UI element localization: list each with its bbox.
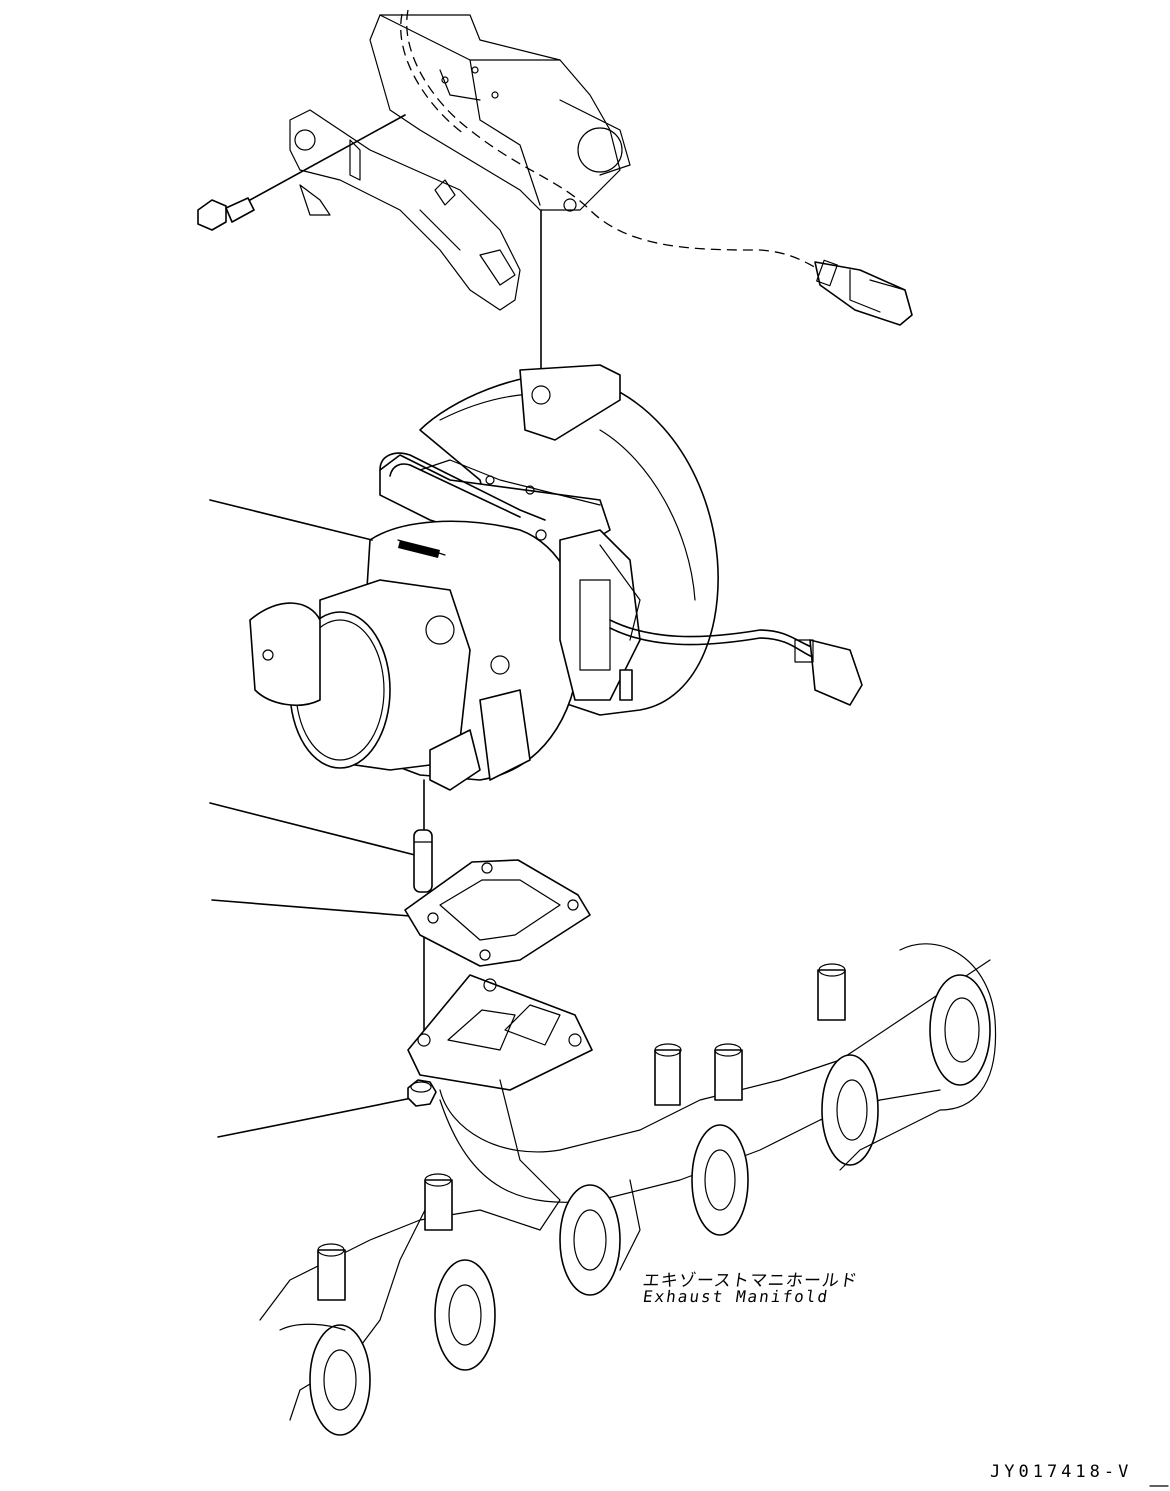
exhaust-manifold — [259, 943, 997, 1436]
nut — [407, 1079, 437, 1107]
stud — [413, 829, 433, 893]
sensor-harness-connector — [814, 259, 913, 326]
drawing-code: JY017418-V — [990, 1462, 1133, 1482]
exhaust-sensor-module — [289, 14, 631, 311]
gasket — [404, 859, 591, 967]
sensor-harness — [400, 9, 821, 271]
turbocharger — [249, 364, 863, 791]
leader-lines — [209, 499, 416, 1138]
manifold-label-en: Exhaust Manifold — [641, 1287, 831, 1306]
mounting-bolt — [197, 114, 406, 231]
